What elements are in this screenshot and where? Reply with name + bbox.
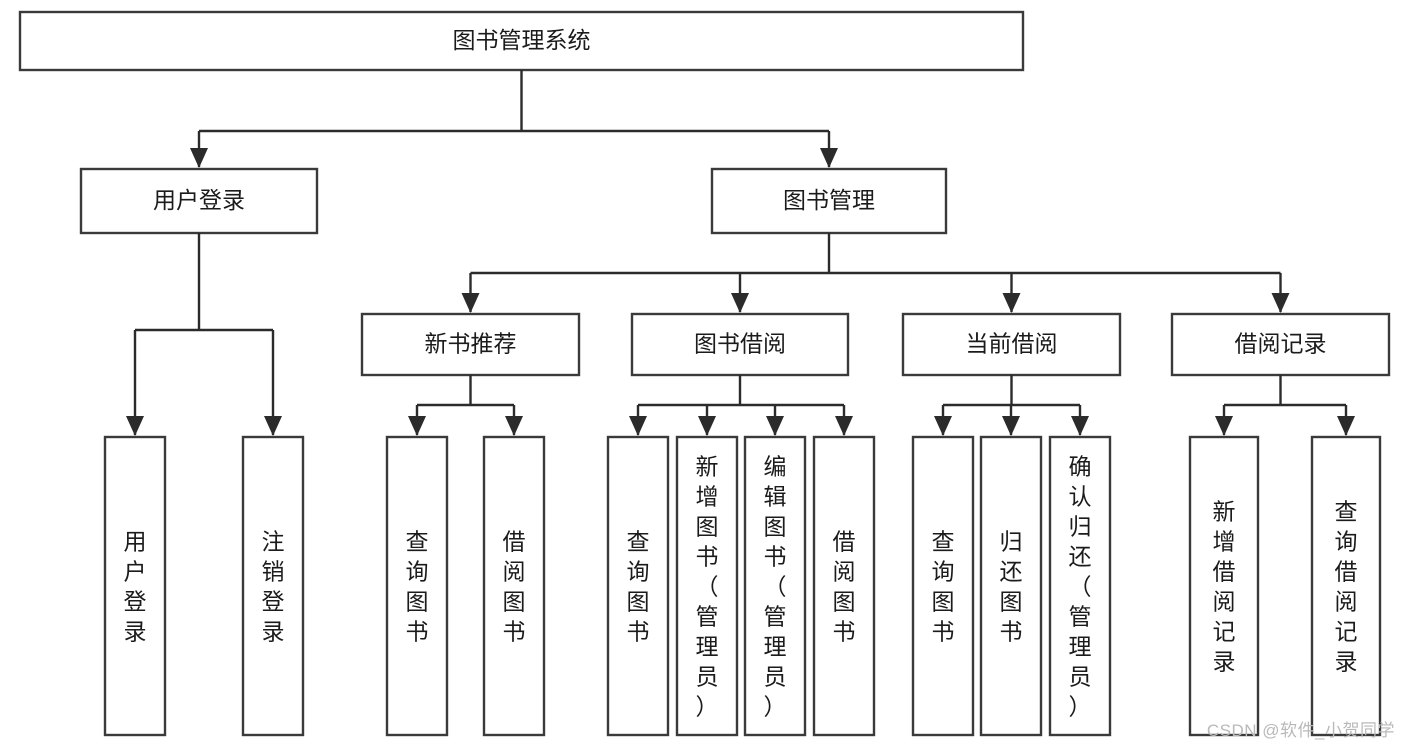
node-leaf-user-login[interactable]: 用户登录 — [103, 435, 167, 737]
node-label-leaf-add-book: 新增图书（管理员） — [696, 453, 719, 719]
node-label-leaf-confirm-return: 确认归还（管理员） — [1069, 453, 1092, 719]
node-label-book-manage: 图书管理 — [783, 187, 875, 213]
node-current-borrow[interactable]: 当前借阅 — [901, 312, 1122, 377]
node-label-leaf-query-book-3: 查询图书 — [932, 528, 955, 644]
node-user-login[interactable]: 用户登录 — [79, 167, 319, 235]
arrow-down-icon — [820, 148, 838, 168]
node-leaf-add-record[interactable]: 新增借阅记录 — [1188, 435, 1260, 737]
node-box-root — [18, 10, 1025, 72]
node-leaf-borrow-book-1[interactable]: 借阅图书 — [482, 435, 546, 737]
arrow-down-icon — [1271, 293, 1290, 313]
node-label-leaf-query-book-1: 查询图书 — [406, 528, 429, 644]
arrow-down-icon — [408, 416, 426, 436]
node-label-current-borrow: 当前借阅 — [966, 331, 1058, 357]
node-label-leaf-add-record: 新增借阅记录 — [1213, 498, 1236, 674]
node-leaf-confirm-return[interactable]: 确认归还（管理员） — [1048, 435, 1112, 737]
node-root[interactable]: 图书管理系统 — [18, 10, 1025, 72]
arrow-down-icon — [731, 293, 749, 313]
node-label-leaf-user-login: 用户登录 — [124, 528, 147, 644]
node-box-leaf-edit-book — [743, 435, 807, 737]
node-label-book-borrow: 图书借阅 — [694, 331, 786, 357]
node-label-leaf-query-book-2: 查询图书 — [627, 528, 650, 644]
node-book-manage[interactable]: 图书管理 — [710, 167, 948, 235]
arrow-down-icon — [1215, 416, 1233, 436]
arrow-down-icon — [629, 416, 647, 436]
node-box-user-login — [79, 167, 319, 235]
arrow-down-icon — [1071, 416, 1089, 436]
arrow-down-icon — [698, 416, 716, 436]
node-label-new-book-rec: 新书推荐 — [425, 331, 517, 357]
arrow-down-icon — [934, 416, 952, 436]
arrow-down-icon — [1002, 416, 1020, 436]
arrow-down-icon — [461, 293, 480, 313]
node-label-borrow-record: 借阅记录 — [1235, 331, 1327, 357]
node-label-leaf-return-book: 归还图书 — [1000, 528, 1023, 644]
node-box-leaf-add-record — [1188, 435, 1260, 737]
node-label-user-login: 用户登录 — [153, 187, 245, 213]
arrow-down-icon — [505, 416, 523, 436]
arrow-down-icon — [126, 416, 144, 436]
arrow-down-icon — [1337, 416, 1355, 436]
node-box-leaf-confirm-return — [1048, 435, 1112, 737]
node-leaf-query-record[interactable]: 查询借阅记录 — [1310, 435, 1382, 737]
node-box-leaf-logout — [241, 435, 305, 737]
arrow-down-icon — [766, 416, 784, 436]
node-box-leaf-query-book-1 — [385, 435, 449, 737]
node-label-root: 图书管理系统 — [453, 27, 591, 53]
node-box-leaf-query-record — [1310, 435, 1382, 737]
node-label-leaf-borrow-book-1: 借阅图书 — [503, 528, 526, 644]
node-leaf-edit-book[interactable]: 编辑图书（管理员） — [743, 435, 807, 737]
node-box-leaf-return-book — [979, 435, 1043, 737]
node-label-leaf-logout: 注销登录 — [262, 528, 285, 644]
node-box-leaf-borrow-book-1 — [482, 435, 546, 737]
node-label-leaf-query-record: 查询借阅记录 — [1335, 498, 1358, 674]
node-box-leaf-user-login — [103, 435, 167, 737]
node-leaf-query-book-1[interactable]: 查询图书 — [385, 435, 449, 737]
node-leaf-logout[interactable]: 注销登录 — [241, 435, 305, 737]
node-leaf-borrow-book-2[interactable]: 借阅图书 — [812, 435, 876, 737]
node-new-book-rec[interactable]: 新书推荐 — [360, 312, 581, 377]
node-box-new-book-rec — [360, 312, 581, 377]
arrow-down-icon — [264, 416, 282, 436]
node-box-leaf-query-book-2 — [606, 435, 670, 737]
arrow-down-icon — [1002, 293, 1021, 313]
csdn-watermark: CSDN @软件_小贺同学 — [1206, 721, 1395, 740]
node-leaf-query-book-3[interactable]: 查询图书 — [911, 435, 975, 737]
arrow-down-icon — [835, 416, 853, 436]
node-label-leaf-edit-book: 编辑图书（管理员） — [764, 453, 787, 719]
arrow-down-icon — [190, 148, 208, 168]
node-borrow-record[interactable]: 借阅记录 — [1170, 312, 1391, 377]
node-label-leaf-borrow-book-2: 借阅图书 — [833, 528, 856, 644]
node-book-borrow[interactable]: 图书借阅 — [630, 312, 850, 377]
node-box-leaf-add-book — [675, 435, 739, 737]
node-leaf-add-book[interactable]: 新增图书（管理员） — [675, 435, 739, 737]
node-leaf-query-book-2[interactable]: 查询图书 — [606, 435, 670, 737]
node-box-leaf-query-book-3 — [911, 435, 975, 737]
node-leaf-return-book[interactable]: 归还图书 — [979, 435, 1043, 737]
node-box-current-borrow — [901, 312, 1122, 377]
node-box-leaf-borrow-book-2 — [812, 435, 876, 737]
